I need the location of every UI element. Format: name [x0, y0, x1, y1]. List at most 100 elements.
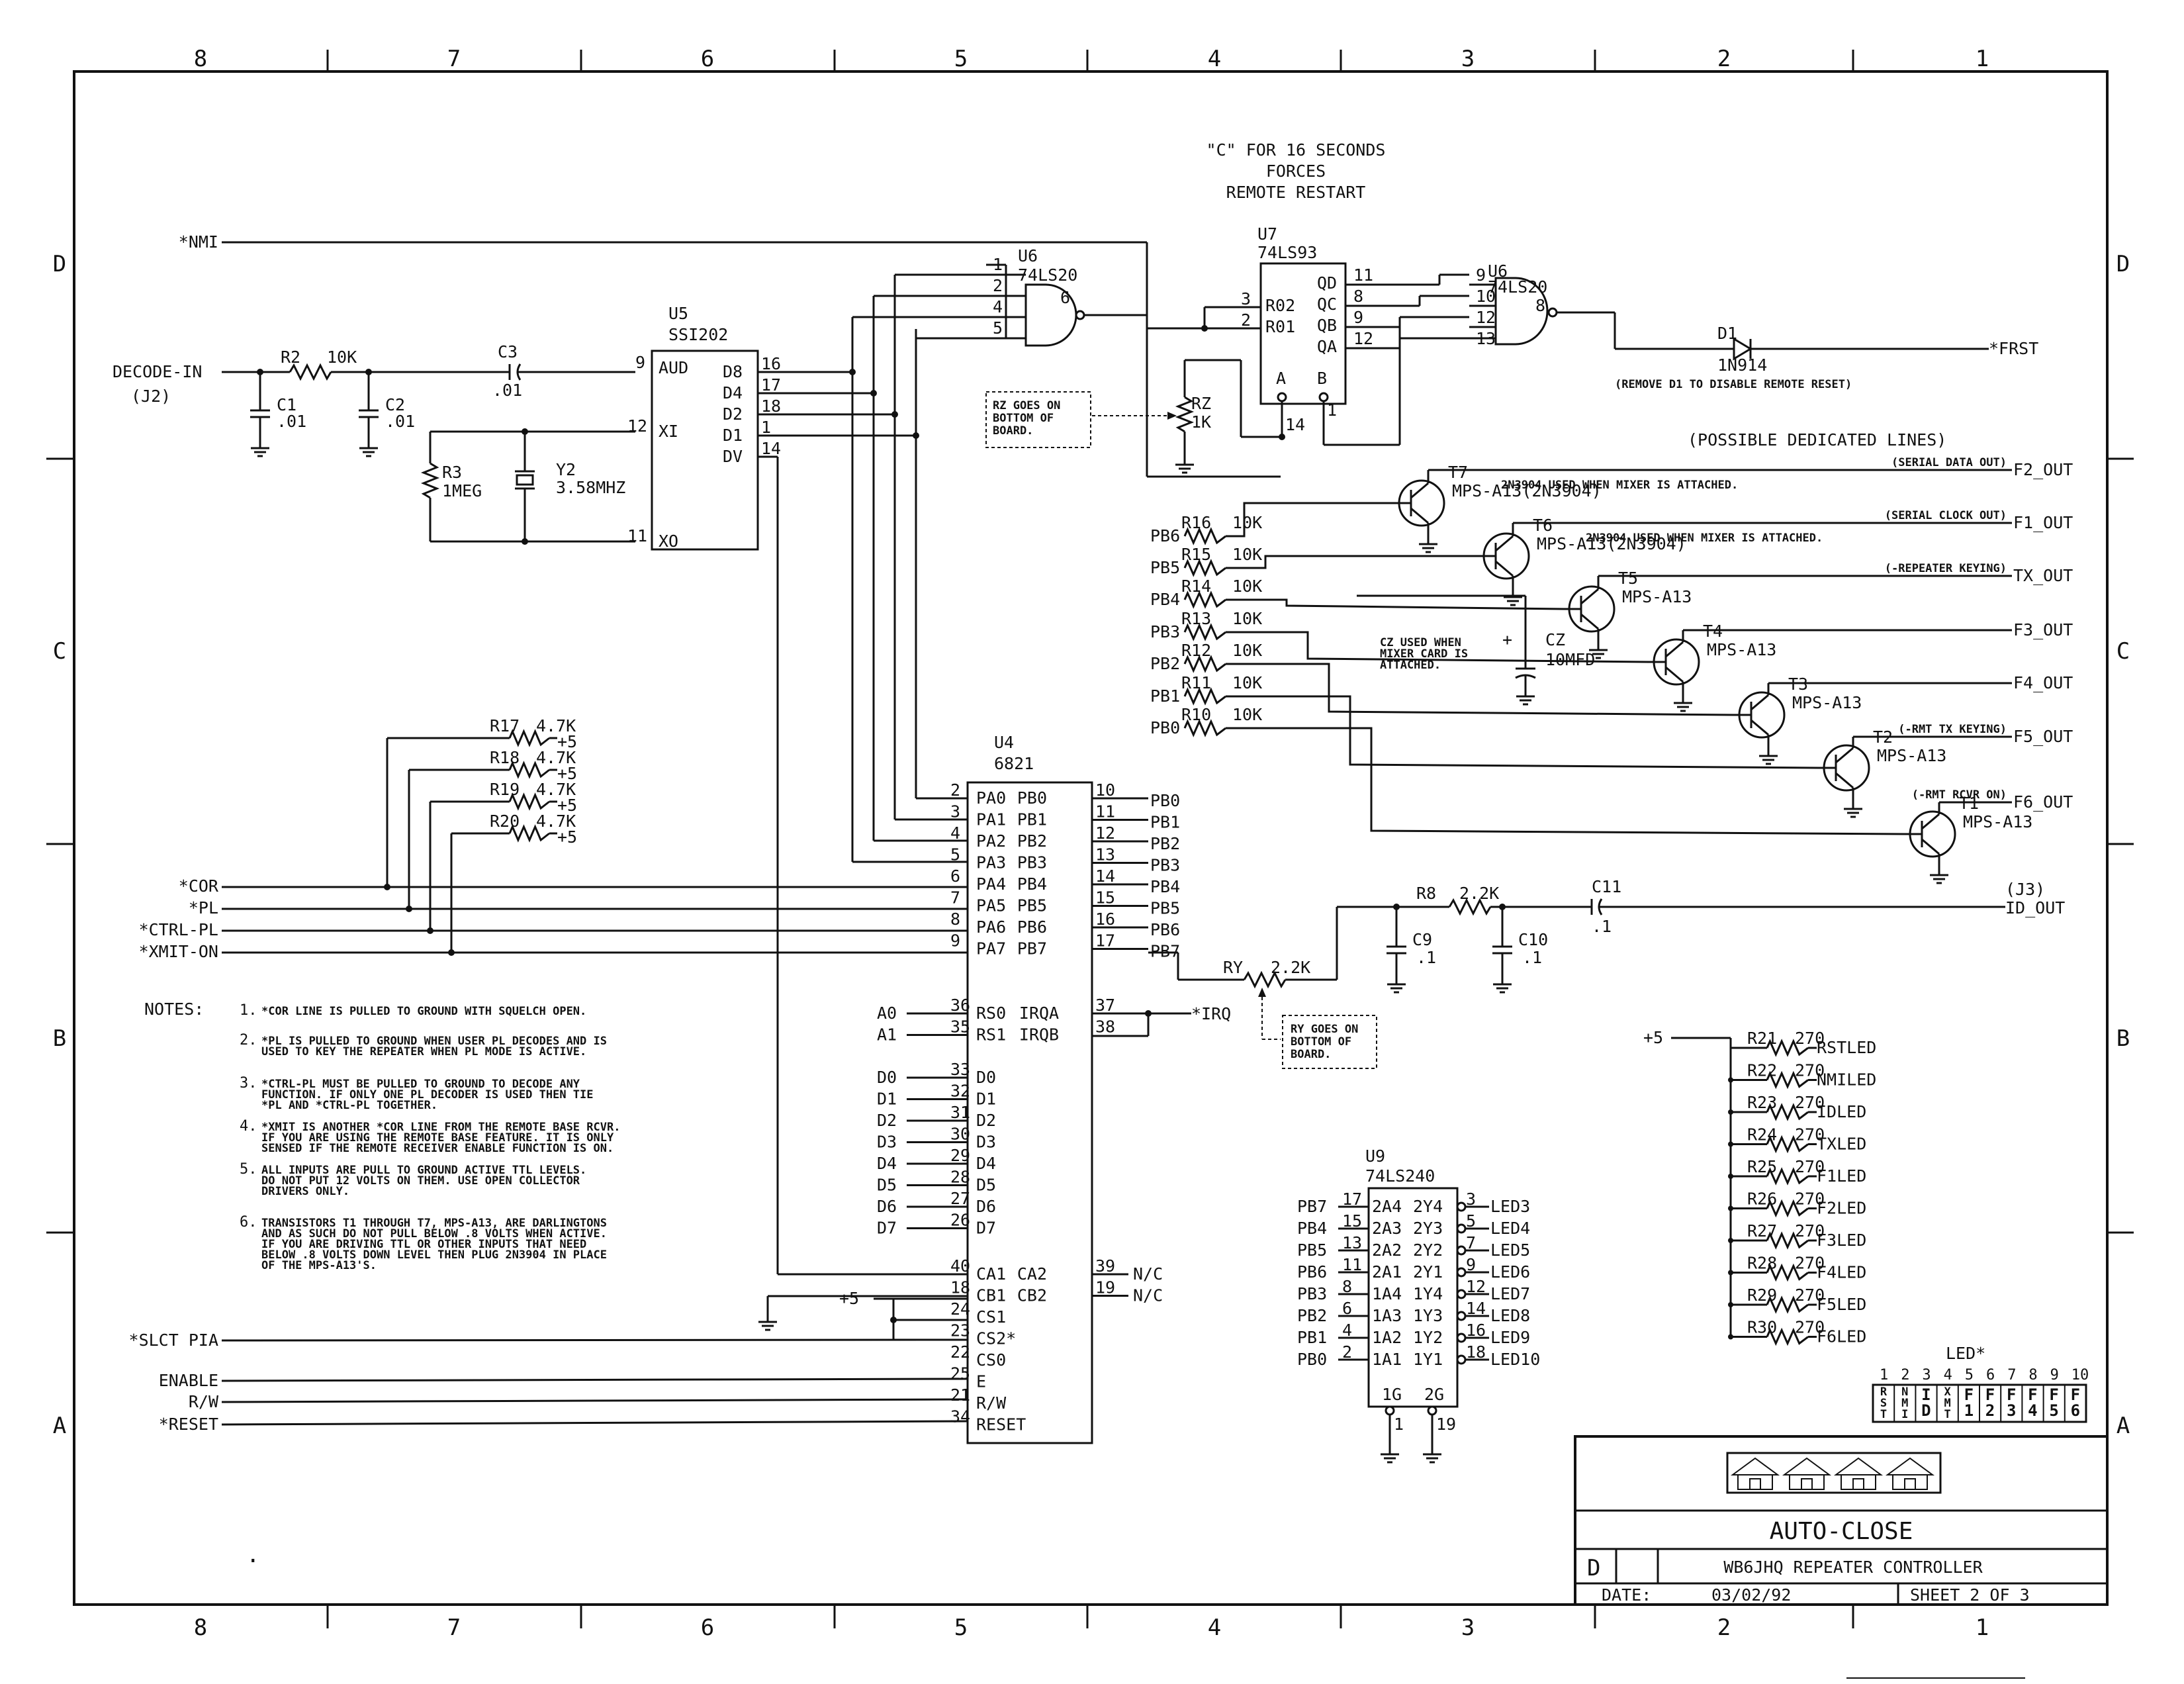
led-resistor-value: 270 — [1795, 1125, 1825, 1145]
zone-label-right: C — [2116, 638, 2130, 665]
xmit-on-label: *XMIT-ON — [139, 942, 218, 961]
base-resistor-ref: R14 — [1181, 577, 1211, 596]
c11-value: .1 — [1592, 917, 1612, 936]
output-label: F4_OUT — [2013, 673, 2073, 692]
led-header-num: 8 — [2028, 1367, 2037, 1383]
u4-pin-num: 9 — [950, 931, 960, 951]
u9-pin-name: 2Y4 — [1413, 1197, 1443, 1216]
u5-ref: U5 — [668, 304, 688, 323]
u5-output-bus — [758, 273, 1006, 1276]
note-line: IF YOU ARE USING THE REMOTE BASE FEATURE… — [261, 1131, 614, 1145]
led-resistor-value: 270 — [1795, 1029, 1825, 1048]
base-wire — [1226, 502, 1394, 538]
pullup-value: 4.7K — [536, 780, 576, 799]
led-resistor-value: 270 — [1795, 1286, 1825, 1305]
u7-pin-num: 3 — [1241, 289, 1251, 308]
control-wire — [221, 1420, 968, 1426]
u4-data-net: D2 — [877, 1111, 897, 1130]
cz-capacitor: + CZ 10MFD CZ USED WHEN MIXER CARD IS AT… — [1357, 594, 1595, 706]
u4-pin-num: 18 — [950, 1278, 970, 1297]
transistor-emitter — [1835, 772, 1854, 789]
logo-house-roof — [1782, 1457, 1832, 1475]
note-line: OF THE MPS-A13'S. — [261, 1259, 377, 1272]
u6a-ref: U6 — [1018, 246, 1038, 265]
resistor-symbol — [1183, 590, 1226, 609]
u4-data-net: D6 — [877, 1197, 897, 1216]
u9-pin-num: 17 — [1342, 1190, 1362, 1209]
transistor-collector — [1665, 641, 1684, 658]
u4-pin-name: PB7 — [1017, 939, 1047, 959]
led-cell-char: 1 — [1964, 1401, 1974, 1420]
u5-pin-name: D8 — [723, 362, 743, 381]
rz-note-line: RZ GOES ON — [993, 399, 1060, 412]
u4-pin-num: 28 — [950, 1168, 970, 1187]
base-wire — [1226, 727, 1905, 835]
zone-label-left: A — [53, 1413, 66, 1439]
u4-pin-name: D3 — [976, 1133, 996, 1152]
d1-ref: D1 — [1717, 324, 1737, 343]
pl-label: *PL — [189, 898, 218, 917]
note-line-1: "C" FOR 16 SECONDS — [1206, 140, 1386, 160]
u4-pin-name: CA2 — [1017, 1264, 1047, 1284]
transistor-collector — [1410, 482, 1429, 499]
u4-pin-name: D1 — [976, 1090, 996, 1109]
led-resistor-value: 270 — [1795, 1254, 1825, 1273]
output-function-label: (SERIAL CLOCK OUT) — [1885, 509, 2007, 522]
u7-ref: U7 — [1257, 224, 1277, 244]
led-header-num: 10 — [2071, 1367, 2089, 1383]
u4-pin-num: 11 — [1095, 802, 1115, 821]
u4-data-net: D0 — [877, 1068, 897, 1087]
restart-note: "C" FOR 16 SECONDS FORCES REMOTE RESTART — [1206, 140, 1386, 202]
transistor-collector — [1495, 535, 1514, 552]
u9-led-net: LED8 — [1490, 1306, 1530, 1325]
u7-pin-name: R01 — [1265, 317, 1295, 336]
u4-pin-name: D6 — [976, 1197, 996, 1216]
u7-pin-name: QB — [1317, 316, 1337, 335]
u4-pin-num: 13 — [1095, 845, 1115, 865]
r8-value: 2.2K — [1459, 884, 1499, 903]
u6b-pin: 9 — [1476, 265, 1486, 285]
u4-pin-name: PB5 — [1017, 896, 1047, 915]
d1-note: (REMOVE D1 TO DISABLE REMOTE RESET) — [1615, 378, 1852, 391]
output-label: F1_OUT — [2013, 513, 2073, 532]
ground-symbol — [1422, 1445, 1443, 1464]
date-value: 03/02/92 — [1711, 1585, 1791, 1605]
pullup-rail: +5 — [557, 732, 577, 751]
u4-pin-name: CS0 — [976, 1350, 1006, 1370]
led-header-num: 2 — [1901, 1367, 1909, 1383]
u5-pin-num: 18 — [761, 397, 781, 416]
u7-pin-num: 14 — [1285, 415, 1305, 434]
pullup-ref: R20 — [490, 812, 520, 831]
base-wire — [1226, 663, 1735, 716]
reset-label: *RESET — [159, 1415, 218, 1434]
rw-label: R/W — [189, 1392, 219, 1411]
logo-house-roof — [1730, 1457, 1780, 1475]
u4-data-net: D5 — [877, 1176, 897, 1195]
logo-house-door — [1749, 1478, 1761, 1490]
ry-ref: RY — [1223, 958, 1243, 977]
u9-led-net: LED6 — [1490, 1262, 1530, 1282]
u5-pin-num: 16 — [761, 354, 781, 373]
u4-pb-net: PB2 — [1150, 834, 1180, 853]
zone-label-bottom: 3 — [1461, 1614, 1475, 1641]
u6b-pin: 13 — [1476, 329, 1496, 348]
base-resistor-ref: R16 — [1181, 513, 1211, 532]
zone-label-top: 7 — [447, 46, 461, 72]
resistor-symbol — [1766, 1167, 1809, 1186]
u9-pin-num: 12 — [1466, 1277, 1486, 1296]
u9-pin-name: 1Y3 — [1413, 1306, 1443, 1325]
u5-pin-num: 1 — [761, 418, 771, 437]
u9-pb-net: PB6 — [1297, 1262, 1327, 1282]
y2-ref: Y2 — [556, 460, 576, 479]
transistor-ref: T4 — [1703, 622, 1723, 641]
u9-pin-name: 2Y3 — [1413, 1219, 1443, 1238]
pullup-value: 4.7K — [536, 748, 576, 767]
pb-net-label: PB5 — [1150, 558, 1180, 577]
led-resistor-value: 270 — [1795, 1221, 1825, 1240]
u4-pin-num: 32 — [950, 1082, 970, 1101]
transistor-part: MPS-A13 — [1622, 587, 1692, 606]
resistor-symbol — [508, 792, 550, 811]
led-header-num: 4 — [1944, 1367, 1952, 1383]
